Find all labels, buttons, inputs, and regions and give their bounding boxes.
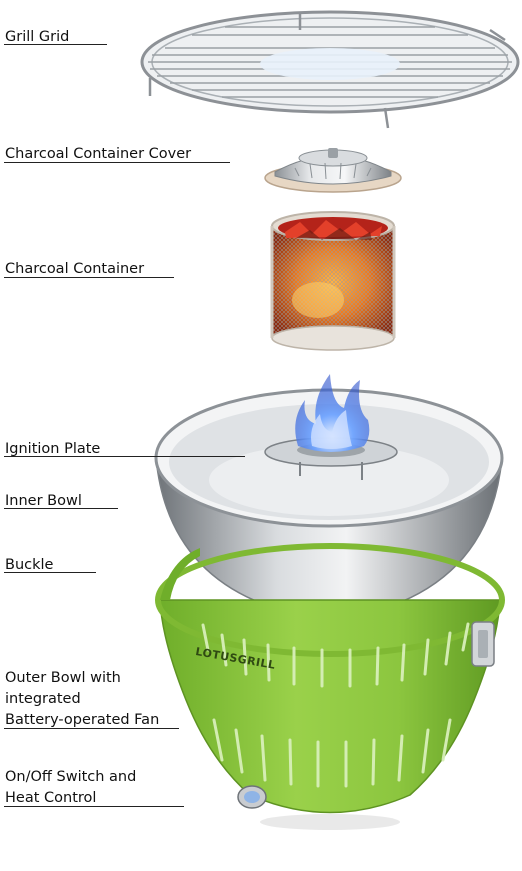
leader-inner-bowl — [4, 508, 118, 509]
leader-charcoal-container-cover — [4, 162, 230, 163]
label-grill-grid: Grill Grid — [5, 29, 70, 45]
leader-grill-grid — [4, 44, 107, 45]
leader-switch — [4, 806, 184, 807]
outer-bowl-illustration — [155, 543, 505, 830]
label-charcoal-container: Charcoal Container — [5, 261, 145, 277]
leader-charcoal-container — [4, 277, 174, 278]
label-charcoal-container-cover: Charcoal Container Cover — [5, 146, 192, 162]
label-outer-bowl-line3: Battery-operated Fan — [5, 712, 160, 728]
grill-grid-illustration — [140, 10, 520, 129]
charcoal-container-illustration — [270, 211, 396, 351]
label-buckle: Buckle — [5, 557, 54, 573]
ignition-plate-illustration — [264, 374, 398, 480]
label-ignition-plate: Ignition Plate — [5, 441, 101, 457]
leader-buckle — [4, 572, 96, 573]
label-outer-bowl-line2: integrated — [5, 691, 81, 707]
leader-ignition-plate — [4, 456, 245, 457]
label-switch-line2: Heat Control — [5, 790, 97, 806]
label-switch-line1: On/Off Switch and — [5, 769, 137, 785]
buckle-illustration — [471, 621, 495, 667]
leader-outer-bowl — [4, 728, 179, 729]
on-off-switch-illustration — [237, 785, 267, 809]
label-inner-bowl: Inner Bowl — [5, 493, 82, 509]
charcoal-container-cover-illustration — [264, 148, 402, 193]
label-outer-bowl-line1: Outer Bowl with — [5, 670, 121, 686]
